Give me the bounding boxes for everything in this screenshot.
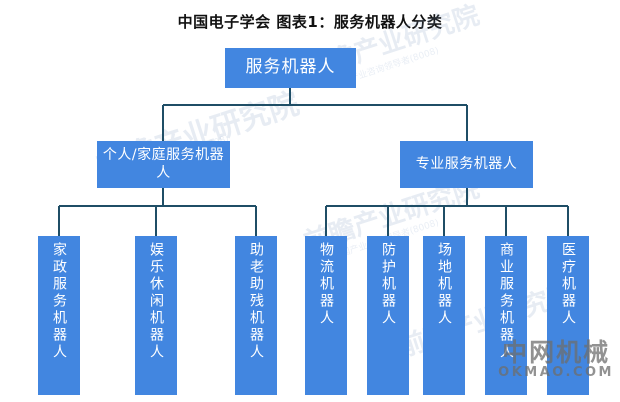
node-root-service-robot[interactable]: 服务机器人 [225,48,356,88]
node-label: 娱乐休闲机器人 [148,242,164,361]
node-label: 专业服务机器人 [415,155,518,172]
node-personal-home-service-robot[interactable]: 个人/家庭服务机器人 [97,141,230,188]
node-label: 场地机器人 [436,242,452,327]
node-label: 服务机器人 [245,57,336,78]
node-label: 医疗机器人 [560,242,576,327]
node-entertainment-leisure-robot[interactable]: 娱乐休闲机器人 [135,236,177,395]
node-elderly-disabled-assist-robot[interactable]: 助老助残机器人 [235,236,277,395]
node-logistics-robot[interactable]: 物流机器人 [305,236,347,395]
node-label: 家政服务机器人 [51,242,67,361]
node-label: 个人/家庭服务机器人 [102,147,225,181]
node-label: 商业服务机器人 [498,242,514,361]
page-title: 中国电子学会 图表1：服务机器人分类 [177,13,443,31]
node-professional-service-robot[interactable]: 专业服务机器人 [400,141,533,188]
node-housekeeping-service-robot[interactable]: 家政服务机器人 [38,236,80,395]
node-label: 物流机器人 [318,242,334,327]
node-label: 助老助残机器人 [248,242,264,361]
node-label: 防护机器人 [380,242,396,327]
node-medical-robot[interactable]: 医疗机器人 [547,236,589,395]
node-field-site-robot[interactable]: 场地机器人 [423,236,465,395]
node-commercial-service-robot[interactable]: 商业服务机器人 [485,236,527,395]
node-protection-robot[interactable]: 防护机器人 [367,236,409,395]
